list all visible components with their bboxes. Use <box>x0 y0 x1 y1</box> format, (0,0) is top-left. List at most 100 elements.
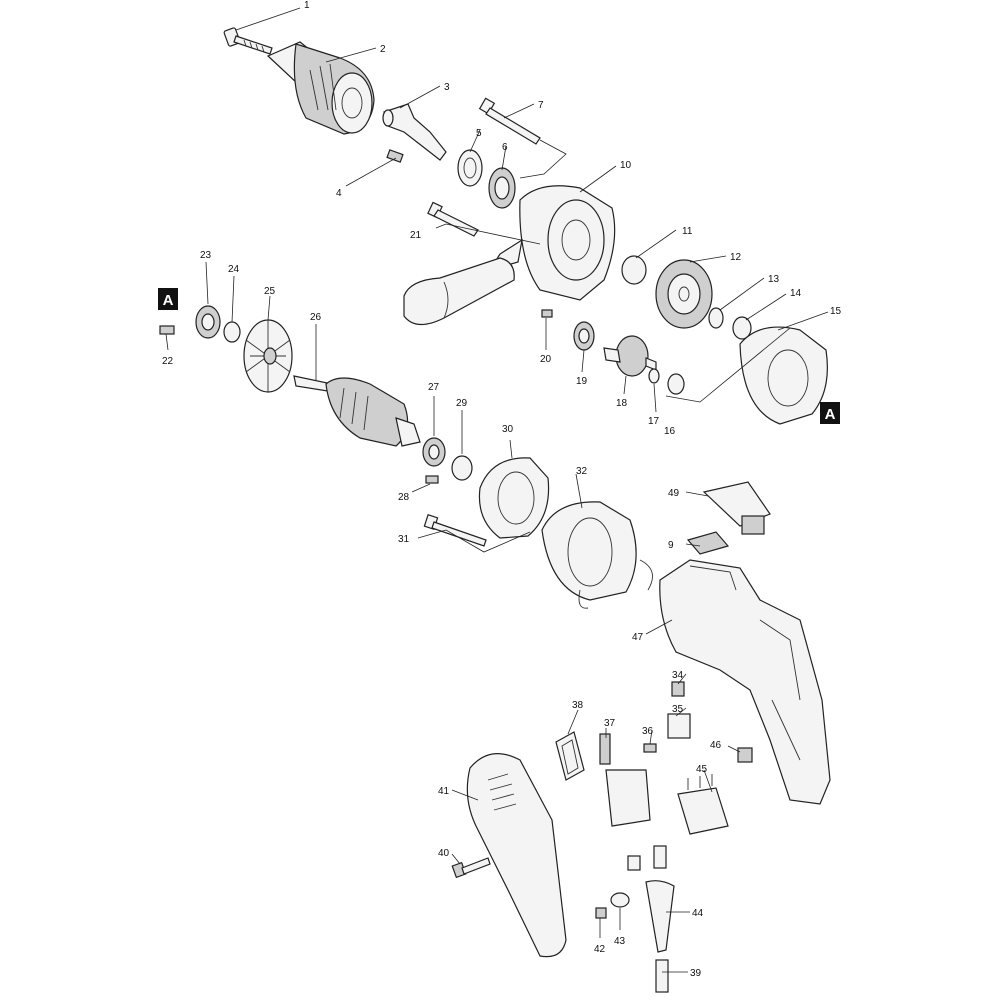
part-34-brush <box>671 681 685 697</box>
part-label-32: 32 <box>576 466 588 477</box>
part-label-42: 42 <box>594 944 606 955</box>
part-30-baffle-plate <box>478 457 550 539</box>
part-label-49: 49 <box>668 488 680 499</box>
part-label-13: 13 <box>768 274 780 285</box>
part-35-brush-holder <box>667 713 691 739</box>
part-10-gear-housing <box>488 185 616 301</box>
part-31-screw <box>423 513 487 547</box>
part-9-name-plate <box>686 531 730 555</box>
part-14-bushing <box>732 316 752 340</box>
part-label-9: 9 <box>668 540 674 551</box>
part-22-key <box>159 325 175 335</box>
reference-marker-right: A <box>820 402 840 424</box>
part-4-key <box>386 149 404 163</box>
part-label-36: 36 <box>642 726 654 737</box>
part-label-27: 27 <box>428 382 440 393</box>
part-26-armature <box>293 375 421 447</box>
part-label-39: 39 <box>690 968 702 979</box>
part-label-46: 46 <box>710 740 722 751</box>
part-40-screw <box>451 857 491 879</box>
part-1-screw <box>223 27 273 55</box>
part-label-29: 29 <box>456 398 468 409</box>
part-17-washer <box>648 368 660 384</box>
part-label-19: 19 <box>576 376 588 387</box>
part-label-15: 15 <box>830 306 842 317</box>
part-11-bushing <box>621 255 647 285</box>
part-label-5: 5 <box>476 128 482 139</box>
part-41-handle-cover <box>466 753 567 958</box>
part-5-ring <box>457 149 483 187</box>
part-6-bearing <box>488 167 516 209</box>
part-label-1: 1 <box>304 0 310 11</box>
reference-marker-left: A <box>158 288 178 310</box>
part-label-17: 17 <box>648 416 660 427</box>
marker-box <box>820 402 840 424</box>
part-label-38: 38 <box>572 700 584 711</box>
part-21-screw <box>427 201 479 237</box>
part-12-gear <box>655 259 713 329</box>
part-13-ring <box>708 307 724 329</box>
part-29-washer <box>451 455 473 481</box>
marker-text: A <box>825 406 836 423</box>
part-15-bearing-box <box>739 326 828 425</box>
part-32-field <box>541 501 653 609</box>
part-label-24: 24 <box>228 264 240 275</box>
part-label-10: 10 <box>620 160 632 171</box>
part-label-34: 34 <box>672 670 684 681</box>
part-37-switch <box>599 733 651 827</box>
part-label-41: 41 <box>438 786 450 797</box>
part-label-7: 7 <box>538 100 544 111</box>
marker-box <box>158 288 178 310</box>
part-45-terminal-block <box>677 774 729 835</box>
part-label-40: 40 <box>438 848 450 859</box>
part-label-30: 30 <box>502 424 514 435</box>
part-label-28: 28 <box>398 492 410 503</box>
part-label-3: 3 <box>444 82 450 93</box>
part-label-26: 26 <box>310 312 322 323</box>
part-27-bearing <box>422 437 446 467</box>
part-39-cord <box>655 959 669 993</box>
part-38-frame <box>555 731 585 781</box>
part-label-43: 43 <box>614 936 626 947</box>
part-49-switch-button <box>702 481 771 535</box>
part-23-bearing <box>195 305 221 339</box>
part-47-motor-housing <box>659 559 831 805</box>
part-label-23: 23 <box>200 250 212 261</box>
part-7-screw <box>478 97 541 145</box>
part-25-fan <box>243 319 293 393</box>
part-19-bearing <box>573 321 595 351</box>
part-number-labels: 1 2 3 4 5 6 7 9 10 21 11 12 13 14 15 16 … <box>162 0 842 979</box>
part-2-chuck <box>266 41 375 135</box>
part-16-bushing <box>667 373 685 395</box>
part-label-25: 25 <box>264 286 276 297</box>
part-label-11: 11 <box>682 226 693 237</box>
part-3-spindle <box>382 103 447 161</box>
part-label-2: 2 <box>380 44 386 55</box>
marker-text: A <box>163 292 174 309</box>
part-43-strain-relief <box>610 892 630 908</box>
part-24-washer <box>223 321 241 343</box>
part-46-capacitor <box>737 747 753 763</box>
part-44-cord-guard <box>627 845 675 953</box>
part-label-14: 14 <box>790 288 802 299</box>
part-label-44: 44 <box>692 908 704 919</box>
part-label-21: 21 <box>410 230 422 241</box>
part-label-6: 6 <box>502 142 508 153</box>
part-label-18: 18 <box>616 398 628 409</box>
part-36-screw <box>643 743 657 753</box>
part-label-37: 37 <box>604 718 616 729</box>
part-label-16: 16 <box>664 426 676 437</box>
part-label-31: 31 <box>398 534 410 545</box>
part-label-12: 12 <box>730 252 742 263</box>
leader-lines <box>165 7 829 973</box>
part-28-key <box>425 475 439 484</box>
part-20-key <box>541 309 553 318</box>
part-42-screw <box>595 907 607 919</box>
part-label-47: 47 <box>632 632 644 643</box>
side-handle <box>403 257 515 326</box>
part-label-45: 45 <box>696 764 708 775</box>
part-label-35: 35 <box>672 704 684 715</box>
part-label-4: 4 <box>336 188 342 199</box>
